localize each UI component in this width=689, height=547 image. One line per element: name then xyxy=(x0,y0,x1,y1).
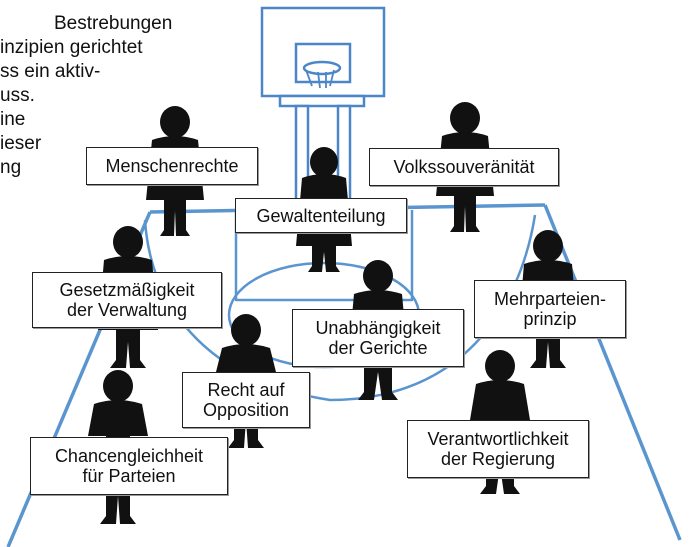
label-line: Chancengleichheit xyxy=(54,446,204,466)
intro-line: ieser xyxy=(0,133,42,154)
label-line: prinzip xyxy=(523,309,577,329)
label-line: Verantwortlichkeit xyxy=(427,429,569,449)
label-line: Gewaltenteilung xyxy=(256,205,386,226)
label-line: Menschenrechte xyxy=(105,156,239,176)
intro-line: ss ein aktiv- xyxy=(0,61,101,82)
label-line: Volkssouveränität xyxy=(393,157,535,177)
label-line: Opposition xyxy=(202,400,290,420)
label-line: der Gerichte xyxy=(328,338,428,358)
label-gesetzmaessigkeit: Gesetzmäßigkeit der Verwaltung xyxy=(32,272,222,328)
court-right-sideline xyxy=(543,204,682,541)
label-volkssouveraenitaet: Volkssouveränität xyxy=(369,148,559,186)
label-line: Gesetzmäßigkeit xyxy=(59,280,195,300)
label-chancengleichheit: Chancengleichheit für Parteien xyxy=(30,437,228,495)
label-gewaltenteilung: Gewaltenteilung xyxy=(235,198,407,233)
label-line: Unabhängigkeit xyxy=(315,318,441,338)
intro-line: ng xyxy=(0,157,22,178)
label-line: für Parteien xyxy=(82,466,176,486)
label-mehrparteienprinzip: Mehrparteien- prinzip xyxy=(474,280,626,338)
intro-line: ine xyxy=(0,109,26,130)
label-line: Recht auf xyxy=(207,380,285,400)
label-opposition: Recht auf Opposition xyxy=(182,372,310,428)
label-unabhaengigkeit: Unabhängigkeit der Gerichte xyxy=(292,309,464,367)
label-verantwortlichkeit: Verantwortlichkeit der Regierung xyxy=(407,420,589,478)
intro-line: uss. xyxy=(0,85,35,106)
intro-line: Bestrebungen xyxy=(54,13,173,34)
label-menschenrechte: Menschenrechte xyxy=(86,147,258,185)
label-line: der Verwaltung xyxy=(66,300,188,320)
label-line: Mehrparteien- xyxy=(493,289,607,309)
label-line: der Regierung xyxy=(440,449,556,469)
intro-line: inzipien gerichtet xyxy=(0,37,143,58)
intro-text-fragment: Bestrebungen inzipien gerichtet ss ein a… xyxy=(0,12,230,180)
court-key xyxy=(234,210,414,302)
